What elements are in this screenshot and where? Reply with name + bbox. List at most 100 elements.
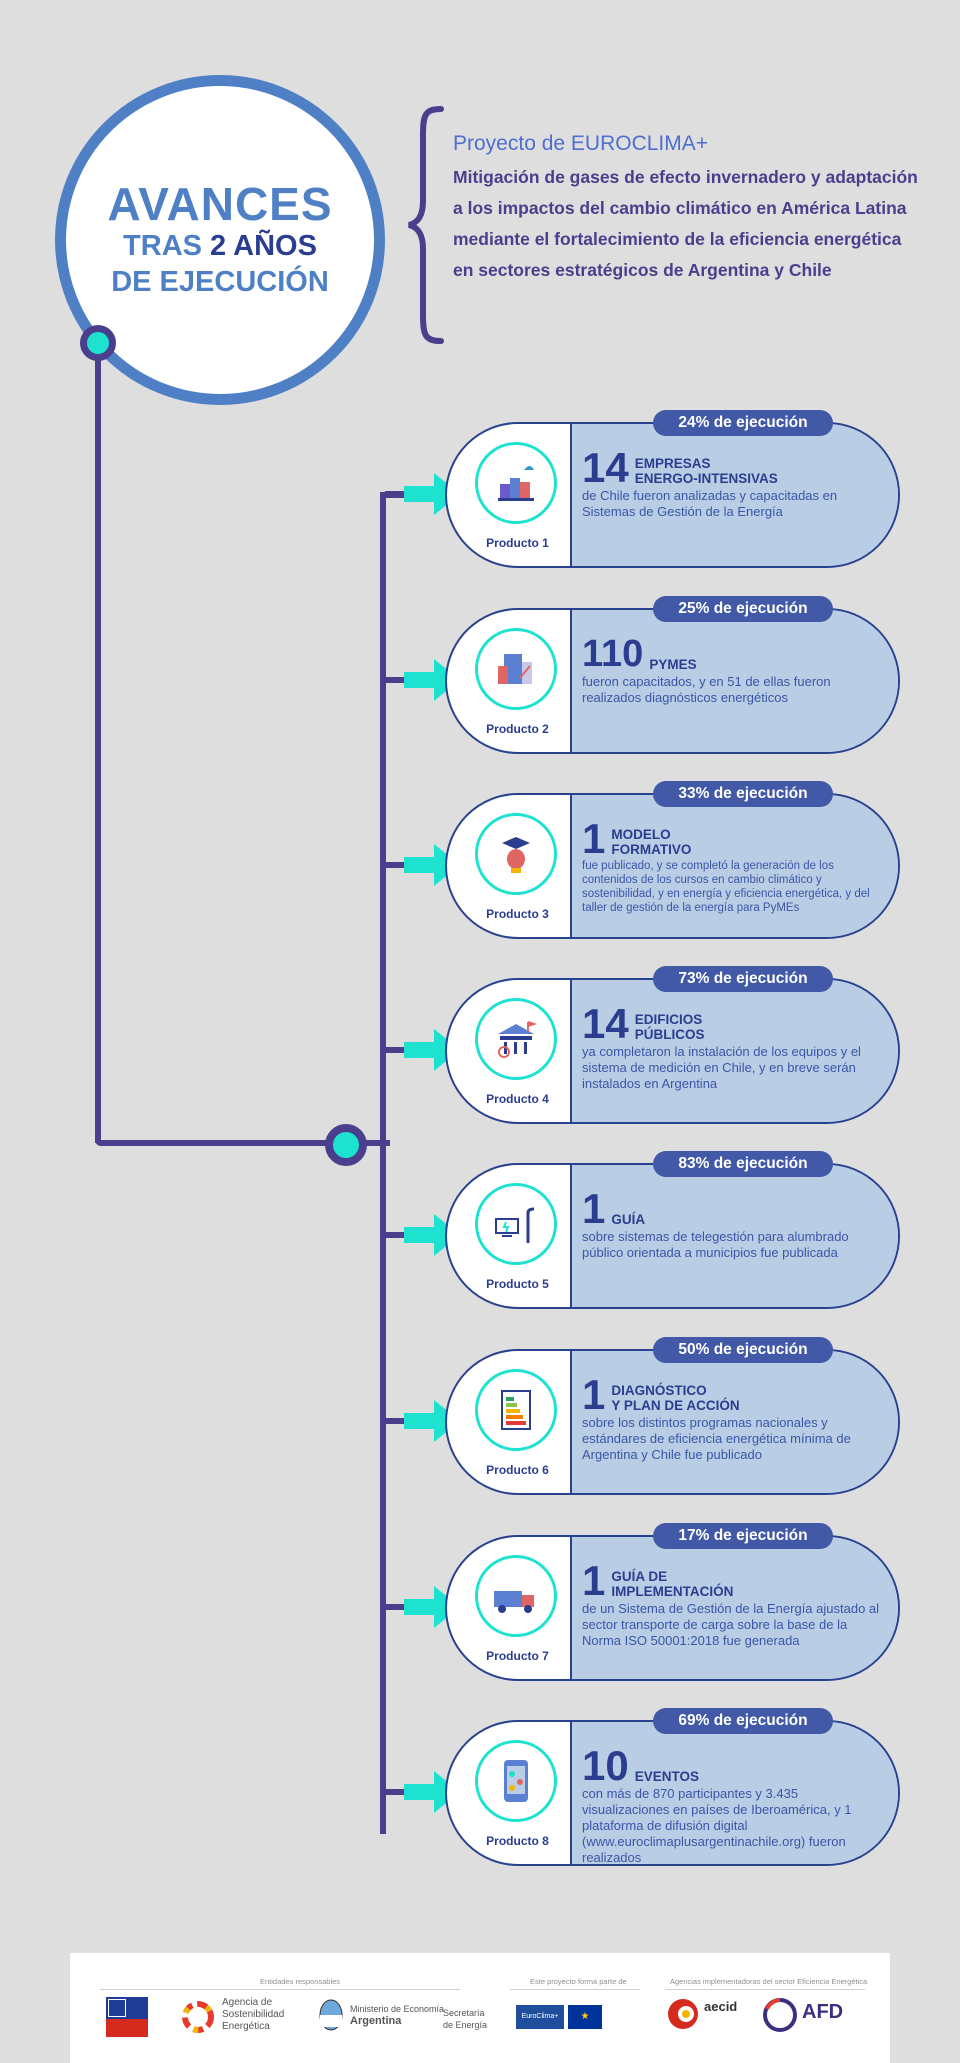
product-body: 10 EVENTOS con más de 870 participantes … (582, 1742, 887, 1866)
product-description: ya completaron la instalación de los equ… (582, 1044, 861, 1091)
product-headline: 1 DIAGNÓSTICO Y PLAN DE ACCIÓN (582, 1371, 887, 1418)
branch-connector (385, 1232, 413, 1238)
product-body: 14 EDIFICIOS PÚBLICOS ya completaron la … (582, 1003, 887, 1092)
product-caption: PYMES (649, 657, 697, 672)
product-card-panel (570, 1722, 898, 1864)
product-body: 1 MODELO FORMATIVO fue publicado, y se c… (582, 815, 887, 915)
branch-connector (385, 1047, 413, 1053)
product-row: 83% de ejecución Producto 5 1 GUÍA sobre… (0, 1151, 960, 1313)
timeline-horizontal-line (95, 1140, 385, 1146)
product-number: 1 (582, 1185, 606, 1232)
product-caption: GUÍA (611, 1212, 646, 1227)
product-row: 24% de ejecución Producto 1 14 EMPRESAS … (0, 410, 960, 572)
execution-percent-badge: 17% de ejecución (653, 1523, 833, 1549)
footer-caption-responsables: Entidades responsables (260, 1977, 341, 1986)
product-description: fueron capacitados, y en 51 de ellas fue… (582, 674, 831, 705)
product-number: 10 (582, 1742, 629, 1789)
product-card-panel (570, 795, 898, 937)
product-body: 1 DIAGNÓSTICO Y PLAN DE ACCIÓN sobre los… (582, 1371, 887, 1463)
product-label: Producto 3 (486, 907, 549, 921)
streetlight-monitor-icon (495, 1207, 535, 1243)
product-caption: EMPRESAS ENERGO-INTENSIVAS (634, 456, 778, 486)
product-card-panel (570, 980, 898, 1122)
product-row: 25% de ejecución Producto 2 110 PYMES fu… (0, 596, 960, 758)
product-body: 14 EMPRESAS ENERGO-INTENSIVAS de Chile f… (582, 444, 887, 520)
branch-connector (385, 677, 413, 683)
buildings-icon (498, 654, 532, 684)
product-card-panel (570, 1165, 898, 1307)
product-card-panel (570, 1351, 898, 1493)
product-card (445, 978, 900, 1124)
smartphone-icon (504, 1760, 528, 1802)
product-card (445, 422, 900, 568)
product-headline: 10 EVENTOS (582, 1742, 887, 1789)
footer-caption-euroclima: Este proyecto forma parte de (530, 1977, 627, 1986)
branch-connector (385, 1604, 413, 1610)
product-row: 69% de ejecución Producto 8 10 EVENTOS c… (0, 1708, 960, 1870)
execution-percent-badge: 24% de ejecución (653, 410, 833, 436)
product-headline: 14 EMPRESAS ENERGO-INTENSIVAS (582, 444, 887, 491)
product-body: 1 GUÍA sobre sistemas de telegestión par… (582, 1185, 887, 1261)
product-number: 1 (582, 815, 606, 862)
product-row: 33% de ejecución Producto 3 1 MODELO FOR… (0, 781, 960, 943)
hero-subtitle-line2: DE EJECUCIÓN (111, 266, 329, 299)
product-body: 1 GUÍA DE IMPLEMENTACIÓN de un Sistema d… (582, 1557, 887, 1649)
product-caption: MODELO FORMATIVO (611, 827, 692, 857)
product-number: 110 (582, 633, 644, 675)
footer-divider (665, 1989, 865, 1990)
branch-connector (385, 491, 413, 497)
product-label: Producto 1 (486, 536, 549, 550)
product-headline: 14 EDIFICIOS PÚBLICOS (582, 1003, 887, 1045)
product-caption: DIAGNÓSTICO Y PLAN DE ACCIÓN (611, 1383, 740, 1413)
product-row: 73% de ejecución Producto 4 14 EDIFICIOS… (0, 966, 960, 1128)
afd-logo-icon (763, 1998, 797, 2032)
project-title: Proyecto de EUROCLIMA+ (453, 132, 709, 155)
product-number: 1 (582, 1557, 606, 1604)
truck-icon (494, 1591, 534, 1613)
product-body: 110 PYMES fueron capacitados, y en 51 de… (582, 633, 887, 706)
product-row: 50% de ejecución Producto 6 1 DIAGNÓSTIC… (0, 1337, 960, 1499)
afd-logo-text: AFD (802, 2001, 844, 2023)
footer-caption-agencias: Agencias implementadoras del sector Efic… (670, 1977, 868, 1986)
product-description: con más de 870 participantes y 3.435 vis… (582, 1786, 852, 1865)
main-timeline-line (95, 345, 101, 1143)
public-building-icon (498, 1021, 538, 1058)
product-description: fue publicado, y se completó la generaci… (582, 860, 870, 914)
ase-logo-icon (182, 2001, 214, 2033)
footer-logos: Entidades responsables Este proyecto for… (70, 1953, 890, 2063)
project-description: Mitigación de gases de efecto invernader… (453, 167, 918, 280)
footer-divider (510, 1989, 640, 1990)
execution-percent-badge: 73% de ejecución (653, 966, 833, 992)
execution-percent-badge: 25% de ejecución (653, 596, 833, 622)
product-icon-circle (475, 1555, 557, 1637)
product-icon-circle (475, 628, 557, 710)
timeline-right-stub (360, 1140, 390, 1146)
product-icon-circle (475, 1369, 557, 1451)
execution-percent-badge: 50% de ejecución (653, 1337, 833, 1363)
euroclima-logo: EuroClima+ (516, 2005, 564, 2029)
timeline-start-dot (80, 325, 116, 361)
product-label: Producto 8 (486, 1834, 549, 1848)
product-headline: 110 PYMES (582, 633, 887, 675)
product-description: sobre los distintos programas nacionales… (582, 1415, 851, 1462)
energy-label-icon (501, 1390, 531, 1430)
curly-brace-icon (408, 106, 444, 344)
product-description: de Chile fueron analizadas y capacitadas… (582, 488, 838, 519)
product-label: Producto 5 (486, 1277, 549, 1291)
product-card-panel (570, 610, 898, 752)
product-number: 14 (582, 444, 629, 491)
products-branch-line (380, 492, 386, 1834)
product-icon-circle (475, 813, 557, 895)
product-card-panel (570, 424, 898, 566)
aecid-logo-text: aecid (704, 1999, 738, 2014)
product-number: 1 (582, 1371, 606, 1418)
hero-subtitle-line1: TRAS 2 AÑOS (123, 229, 317, 262)
product-caption: EDIFICIOS PÚBLICOS (634, 1012, 705, 1042)
branch-connector (385, 1789, 413, 1795)
product-caption: GUÍA DE IMPLEMENTACIÓN (611, 1569, 734, 1599)
branch-connector (385, 1418, 413, 1424)
branch-connector (385, 862, 413, 868)
execution-percent-badge: 83% de ejecución (653, 1151, 833, 1177)
product-description: de un Sistema de Gestión de la Energía a… (582, 1601, 880, 1648)
product-icon-circle (475, 1740, 557, 1822)
